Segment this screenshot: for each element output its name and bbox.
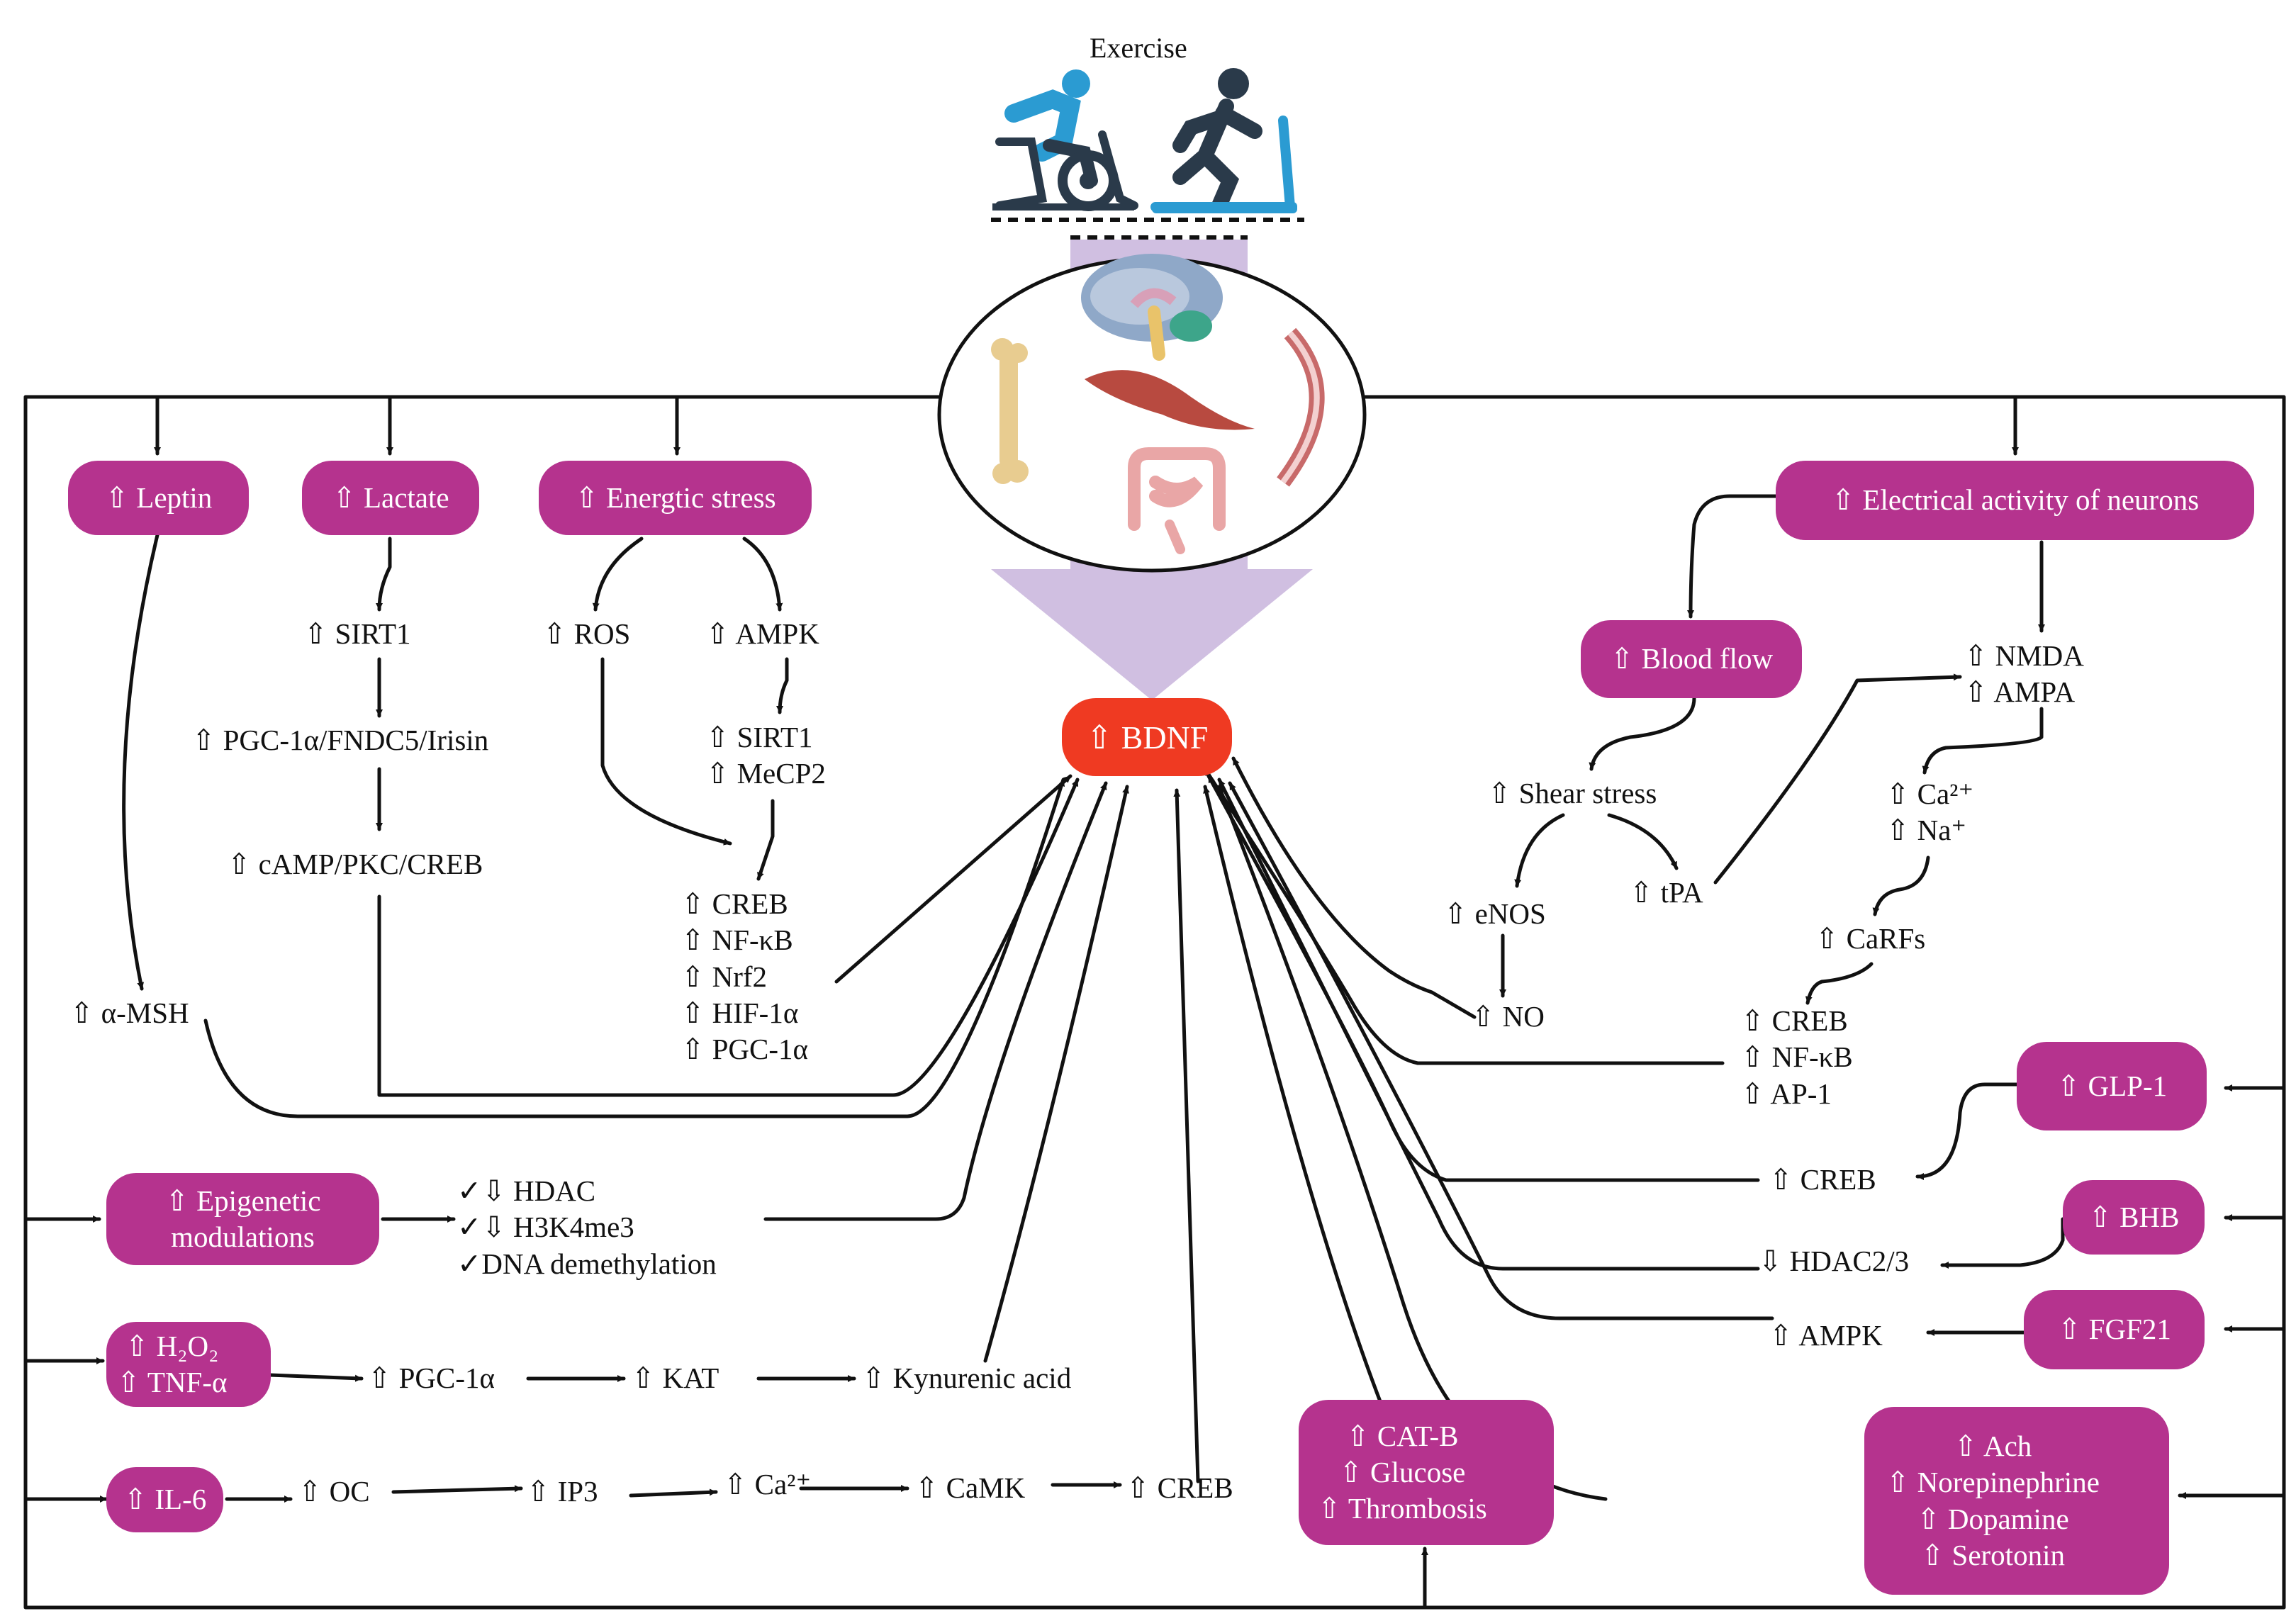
- kynurenic-acid-label: ⇧ Kynurenic acid: [861, 1362, 1072, 1394]
- creb-right-label: ⇧ CREB: [1769, 1163, 1876, 1196]
- lactate-pill: ⇧ Lactate: [302, 461, 479, 535]
- bhb-pill: ⇧ BHB: [2063, 1180, 2205, 1255]
- neurotransmitter-pill: ⇧ Ach ⇧ Norepinephrine ⇧ Dopamine ⇧ Sero…: [1864, 1407, 2169, 1595]
- hdac23-label: ⇩ HDAC2/3: [1758, 1245, 1910, 1277]
- pgc-fndc5-label: ⇧ PGC-1α/FNDC5/Irisin: [191, 724, 489, 756]
- runner-icon: [1150, 68, 1297, 213]
- ampk-right-label: ⇧ AMPK: [1769, 1319, 1883, 1352]
- brain-icon: [1081, 254, 1223, 361]
- tpa-label: ⇧ tPA: [1629, 876, 1703, 909]
- bdnf-node: ⇧ BDNF: [1062, 698, 1232, 776]
- camp-label: ⇧ cAMP/PKC/CREB: [227, 848, 483, 880]
- energetic-stress-pill: ⇧ Energtic stress: [539, 461, 812, 535]
- nmda-ampa-label: ⇧ NMDA ⇧ AMPA: [1964, 639, 2084, 709]
- oc-label: ⇧ OC: [298, 1475, 370, 1508]
- epigenetic-pill: ⇧ Epigenetic modulations: [106, 1173, 379, 1265]
- kat-label: ⇧ KAT: [631, 1362, 719, 1394]
- creb-block-label: ⇧ CREB ⇧ NF-κB ⇧ Nrf2 ⇧ HIF-1α ⇧ PGC-1α: [681, 887, 808, 1065]
- catb-glucose-pill: ⇧ CAT-B ⇧ Glucose ⇧ Thrombosis: [1299, 1400, 1554, 1545]
- blood-flow-pill: ⇧ Blood flow: [1581, 620, 1802, 698]
- creb-bottom-label: ⇧ CREB: [1126, 1471, 1233, 1504]
- enos-label: ⇧ eNOS: [1443, 897, 1546, 930]
- epigenetic-list-label: ✓⇩ HDAC ✓⇩ H3K4me3 ✓DNA demethylation: [457, 1174, 717, 1280]
- camk-label: ⇧ CaMK: [914, 1471, 1026, 1504]
- frame: [23, 395, 2286, 1610]
- diagram-title: Exercise: [1090, 32, 1187, 64]
- sirt1-label: ⇧ SIRT1: [303, 617, 411, 650]
- leptin-pill: ⇧ Leptin: [68, 461, 249, 535]
- ca-label: ⇧ Ca²⁺: [723, 1468, 812, 1500]
- muscle-icon: [1085, 370, 1255, 430]
- il6-pill: ⇧ IL-6: [106, 1467, 223, 1532]
- cyclist-icon: [992, 69, 1138, 211]
- ampk-label: ⇧ AMPK: [705, 617, 819, 650]
- no-label: ⇧ NO: [1471, 1000, 1545, 1033]
- shear-stress-label: ⇧ Shear stress: [1487, 777, 1657, 809]
- bone-icon: [991, 338, 1029, 484]
- ip3-label: ⇧ IP3: [526, 1475, 598, 1508]
- h2o2-tnf-pill: ⇧ H₂O₂ ⇧ TNF-α: [106, 1322, 271, 1407]
- amsh-label: ⇧ α-MSH: [69, 997, 189, 1029]
- carfs-label: ⇧ CaRFs: [1815, 922, 1926, 955]
- glp1-pill: ⇧ GLP-1: [2017, 1042, 2207, 1130]
- exercise-floor: [991, 218, 1304, 240]
- electrical-activity-pill: ⇧ Electrical activity of neurons: [1776, 461, 2254, 540]
- vessel-icon: [1277, 327, 1325, 487]
- sirt1-mecp2-label: ⇧ SIRT1 ⇧ MeCP2: [705, 721, 826, 790]
- intestine-icon: [1128, 447, 1226, 554]
- ca-na-label: ⇧ Ca²⁺ ⇧ Na⁺: [1886, 778, 1974, 847]
- fgf21-pill: ⇧ FGF21: [2024, 1290, 2205, 1369]
- ros-label: ⇧ ROS: [542, 617, 631, 650]
- pgc1a-label: ⇧ PGC-1α: [367, 1362, 495, 1394]
- creb-nfkb-ap1-label: ⇧ CREB ⇧ NF-κB ⇧ AP-1: [1740, 1004, 1853, 1110]
